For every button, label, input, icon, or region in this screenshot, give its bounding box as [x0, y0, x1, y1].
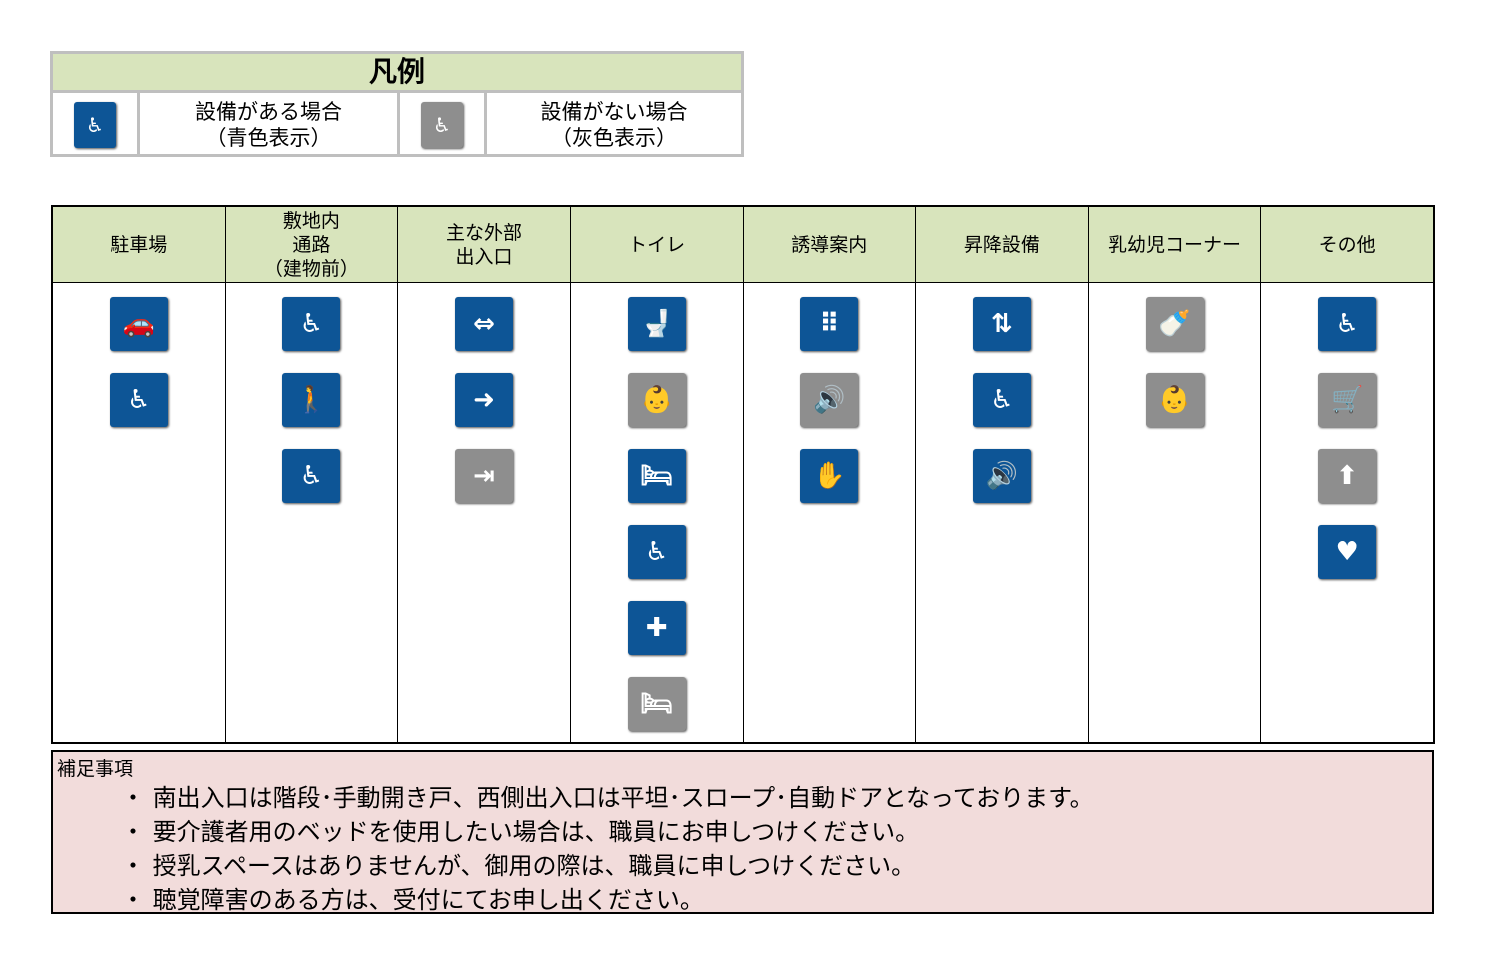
- legend-unavailable-line1: 設備がない場合: [540, 100, 688, 124]
- adult-changing-bed-icon: 🛏: [627, 677, 686, 731]
- legend-available-line2: （青色表示）: [205, 126, 332, 150]
- legend-unavailable-label: 設備がない場合（灰色表示）: [487, 93, 741, 157]
- column-icons: 🍼👶: [1089, 283, 1261, 427]
- column-2: 主な外部 出入口 ⇔ ➜ ⇥: [398, 207, 571, 742]
- stairs-icon: 🚶: [282, 373, 341, 427]
- baby-seat-icon: 👶: [627, 373, 686, 427]
- wheelchair-rental-icon: ♿: [1318, 297, 1377, 351]
- column-header: トイレ: [570, 207, 743, 283]
- column-header: その他: [1261, 207, 1433, 283]
- column-1: 敷地内 通路 （建物前） ♿ 🚶 ♿: [225, 207, 399, 742]
- tactile-map-icon: ✋: [800, 449, 859, 503]
- automatic-door-icon: ⇔: [455, 297, 514, 351]
- accessible-parking-icon: ♿: [74, 102, 116, 148]
- column-header: 乳幼児コーナー: [1088, 207, 1261, 283]
- western-toilet-icon: 🚽: [627, 297, 686, 351]
- column-4: 誘導案内 ⠿ 🔊 ✋: [743, 207, 917, 742]
- baby-bottle-icon: 🍼: [1145, 297, 1204, 351]
- legend-unavailable-line2: （灰色表示）: [551, 126, 677, 150]
- braille-icon: ⠿: [800, 297, 859, 351]
- column-icons: ⠿ 🔊 ✋: [744, 283, 916, 503]
- legend-unavailable-icon-cell: ♿: [400, 93, 487, 157]
- column-6: 乳幼児コーナー🍼👶: [1088, 207, 1262, 742]
- column-icons: ⇔ ➜ ⇥: [398, 283, 570, 503]
- wheelchair-flat-icon: ♿: [282, 297, 341, 351]
- column-header: 誘導案内: [743, 207, 916, 283]
- notes-title: 補足事項: [57, 758, 134, 780]
- diaper-changing-icon: 🛏: [627, 449, 686, 503]
- column-5: 昇降設備 ⇅ ♿ 🔊: [916, 207, 1089, 742]
- column-header: 駐車場: [53, 207, 225, 283]
- wheelchair-slope-icon: ♿: [282, 449, 341, 503]
- sliding-door-icon: ⇥: [455, 449, 514, 503]
- accessible-parking-icon: ♿: [109, 373, 168, 427]
- column-0: 駐車場🚗♿: [53, 207, 226, 742]
- column-3: トイレ 🚽 👶 🛏 ♿ ✚ 🛏: [570, 207, 744, 742]
- elevator-icon: ⇅: [972, 297, 1031, 351]
- facility-table: 駐車場🚗♿敷地内 通路 （建物前）♿🚶♿主な外部 出入口⇔➜⇥トイレ🚽👶🛏♿✚🛏…: [51, 205, 1435, 744]
- column-icons: 🚗♿: [53, 283, 225, 427]
- legend-title: 凡例: [53, 54, 741, 93]
- column-7: その他 ♿ 🛒 ⬆ ♥: [1261, 207, 1433, 742]
- note-line: ・ 南出入口は階段･手動開き戸、西側出入口は平坦･スロープ･自動ドアとなっており…: [121, 784, 1094, 812]
- accessible-parking-icon: ♿: [421, 102, 463, 148]
- nursing-room-icon: 👶: [1145, 373, 1204, 427]
- note-line: ・ 授乳スペースはありませんが、御用の際は、職員に申しつけください。: [121, 852, 916, 880]
- elevator-audio-icon: 🔊: [972, 449, 1031, 503]
- column-icons: ♿ 🚶 ♿: [226, 283, 398, 503]
- column-icons: ♿ 🛒 ⬆ ♥: [1261, 283, 1433, 579]
- legend-available-label: 設備がある場合（青色表示）: [140, 93, 400, 157]
- push-door-icon: ➜: [455, 373, 514, 427]
- stroller-rental-icon: 🛒: [1318, 373, 1377, 427]
- column-header: 昇降設備: [916, 207, 1088, 283]
- column-icons: 🚽 👶 🛏 ♿ ✚ 🛏: [571, 283, 743, 731]
- column-header: 主な外部 出入口: [398, 207, 570, 283]
- accessible-toilet-icon: ♿: [627, 525, 686, 579]
- parking-icon: 🚗: [109, 297, 168, 351]
- legend-available-icon-cell: ♿: [53, 93, 140, 157]
- legend-table: 凡例 ♿ 設備がある場合（青色表示） ♿ 設備がない場合（灰色表示）: [50, 51, 744, 157]
- note-line: ・ 要介護者用のベッドを使用したい場合は、職員にお申しつけください。: [121, 818, 920, 846]
- column-icons: ⇅ ♿ 🔊: [916, 283, 1088, 503]
- aed-icon: ♥: [1318, 525, 1377, 579]
- notes-box: 補足事項 ・ 南出入口は階段･手動開き戸、西側出入口は平坦･スロープ･自動ドアと…: [51, 750, 1434, 914]
- emergency-exit-arrow-icon: ⬆: [1318, 449, 1377, 503]
- column-header: 敷地内 通路 （建物前）: [225, 207, 398, 283]
- legend-available-line1: 設備がある場合: [195, 100, 342, 124]
- note-line: ・ 聴覚障害のある方は、受付にてお申し出ください。: [121, 886, 704, 914]
- wheelchair-elevator-icon: ♿: [972, 373, 1031, 427]
- ostomate-icon: ✚: [627, 601, 686, 655]
- voice-guide-icon: 🔊: [800, 373, 859, 427]
